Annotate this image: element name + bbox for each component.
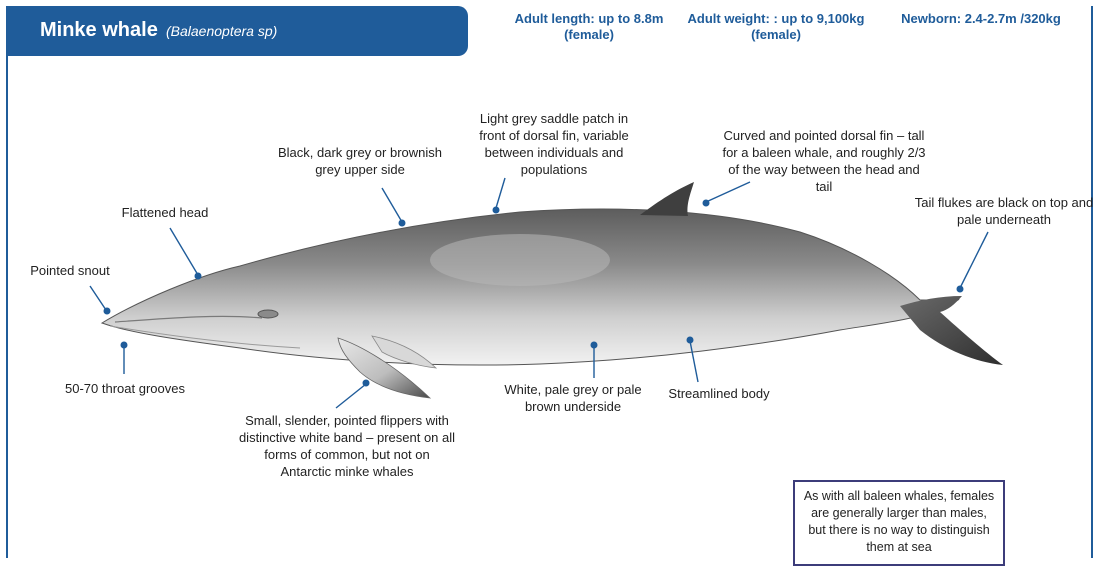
label-upper-side: Black, dark grey or brownish grey upper … [272,144,448,178]
tail-flukes [900,296,1003,365]
saddle-patch [430,234,610,286]
note-box: As with all baleen whales, females are g… [793,480,1005,566]
label-pointed-snout: Pointed snout [22,262,118,279]
label-throat-grooves: 50-70 throat grooves [54,380,196,397]
label-flattened-head: Flattened head [110,204,220,221]
label-saddle-patch: Light grey saddle patch in front of dors… [468,110,640,178]
label-tail-flukes: Tail flukes are black on top and pale un… [906,194,1099,228]
label-streamlined-body: Streamlined body [660,385,778,402]
label-underside: White, pale grey or pale brown underside [500,381,646,415]
whale-body [102,209,958,365]
dorsal-fin [640,182,694,216]
label-flippers: Small, slender, pointed flippers with di… [238,412,456,480]
eye [258,310,278,318]
label-dorsal-fin: Curved and pointed dorsal fin – tall for… [722,127,926,195]
